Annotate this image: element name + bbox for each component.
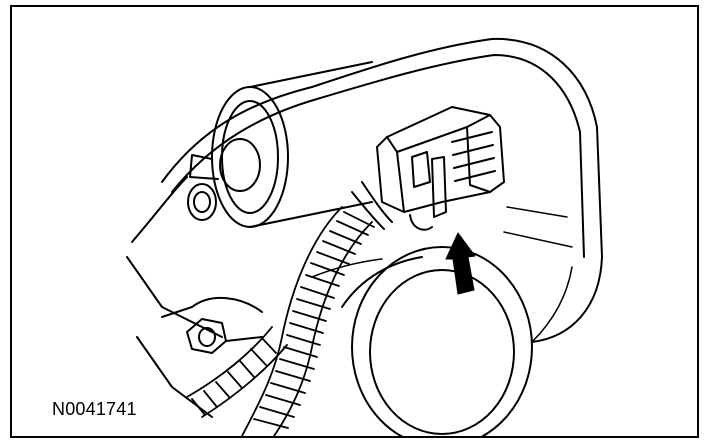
cylinder-boss xyxy=(187,61,373,228)
line-art-illustration xyxy=(126,37,603,436)
figure-frame: N0041741 xyxy=(10,5,699,438)
throttle-bore xyxy=(341,246,533,436)
housing-outline xyxy=(126,37,603,418)
up-arrow-icon xyxy=(445,232,476,295)
electrical-connector xyxy=(351,106,505,231)
detail-lines xyxy=(311,206,573,343)
bolt xyxy=(161,296,263,354)
lower-hose xyxy=(186,326,288,418)
figure-id-label: N0041741 xyxy=(52,399,137,419)
corrugated-hose xyxy=(241,206,375,436)
